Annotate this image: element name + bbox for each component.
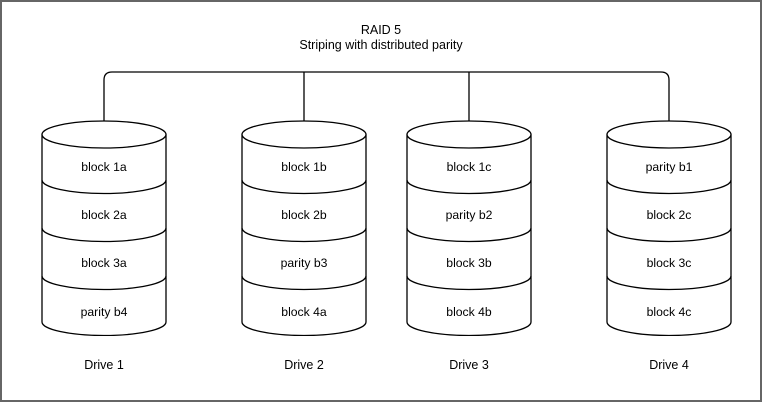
drive-4-segment-label: block 2c bbox=[647, 208, 692, 222]
drive-1-segment-label: block 3a bbox=[81, 256, 127, 270]
drive-4-segment-label: block 4c bbox=[647, 305, 692, 319]
subtitle-line: Striping with distributed parity bbox=[299, 38, 463, 52]
diagram-title: RAID 5 Striping with distributed parity bbox=[2, 23, 760, 53]
drive-3-segment-label: block 1c bbox=[447, 160, 492, 174]
drive-3-segment-label: block 4b bbox=[446, 305, 492, 319]
drive-3-cylinder: block 1c parity b2 block 3b block 4b bbox=[406, 120, 532, 336]
drive-1-segment-label: parity b4 bbox=[81, 305, 128, 319]
drive-1-segment-label: block 2a bbox=[81, 208, 127, 222]
drive-2-segment-label: parity b3 bbox=[281, 256, 328, 270]
drive-3-segment-label: block 3b bbox=[446, 256, 492, 270]
drive-1-cylinder: block 1a block 2a block 3a parity b4 bbox=[41, 120, 167, 336]
drive-1-top-ellipse bbox=[41, 120, 167, 149]
drive-2-segment-label: block 2b bbox=[281, 208, 327, 222]
drive-3-label: Drive 3 bbox=[449, 358, 489, 372]
drive-2-segment-label: block 4a bbox=[281, 305, 327, 319]
drive-3-segment-label: parity b2 bbox=[446, 208, 493, 222]
drive-1-segment-label: block 1a bbox=[81, 160, 127, 174]
drive-4-top-ellipse bbox=[606, 120, 732, 149]
drive-4-segment-label: parity b1 bbox=[646, 160, 693, 174]
drive-2-label: Drive 2 bbox=[284, 358, 324, 372]
drive-4-label: Drive 4 bbox=[649, 358, 689, 372]
drive-2-cylinder: block 1b block 2b parity b3 block 4a bbox=[241, 120, 367, 336]
drive-4-segment-label: block 3c bbox=[647, 256, 692, 270]
drive-4-cylinder: parity b1 block 2c block 3c block 4c bbox=[606, 120, 732, 336]
drive-2-top-ellipse bbox=[241, 120, 367, 149]
drive-1-label: Drive 1 bbox=[84, 358, 124, 372]
drive-2-segment-label: block 1b bbox=[281, 160, 327, 174]
drive-3-top-ellipse bbox=[406, 120, 532, 149]
title-line: RAID 5 bbox=[360, 23, 402, 37]
